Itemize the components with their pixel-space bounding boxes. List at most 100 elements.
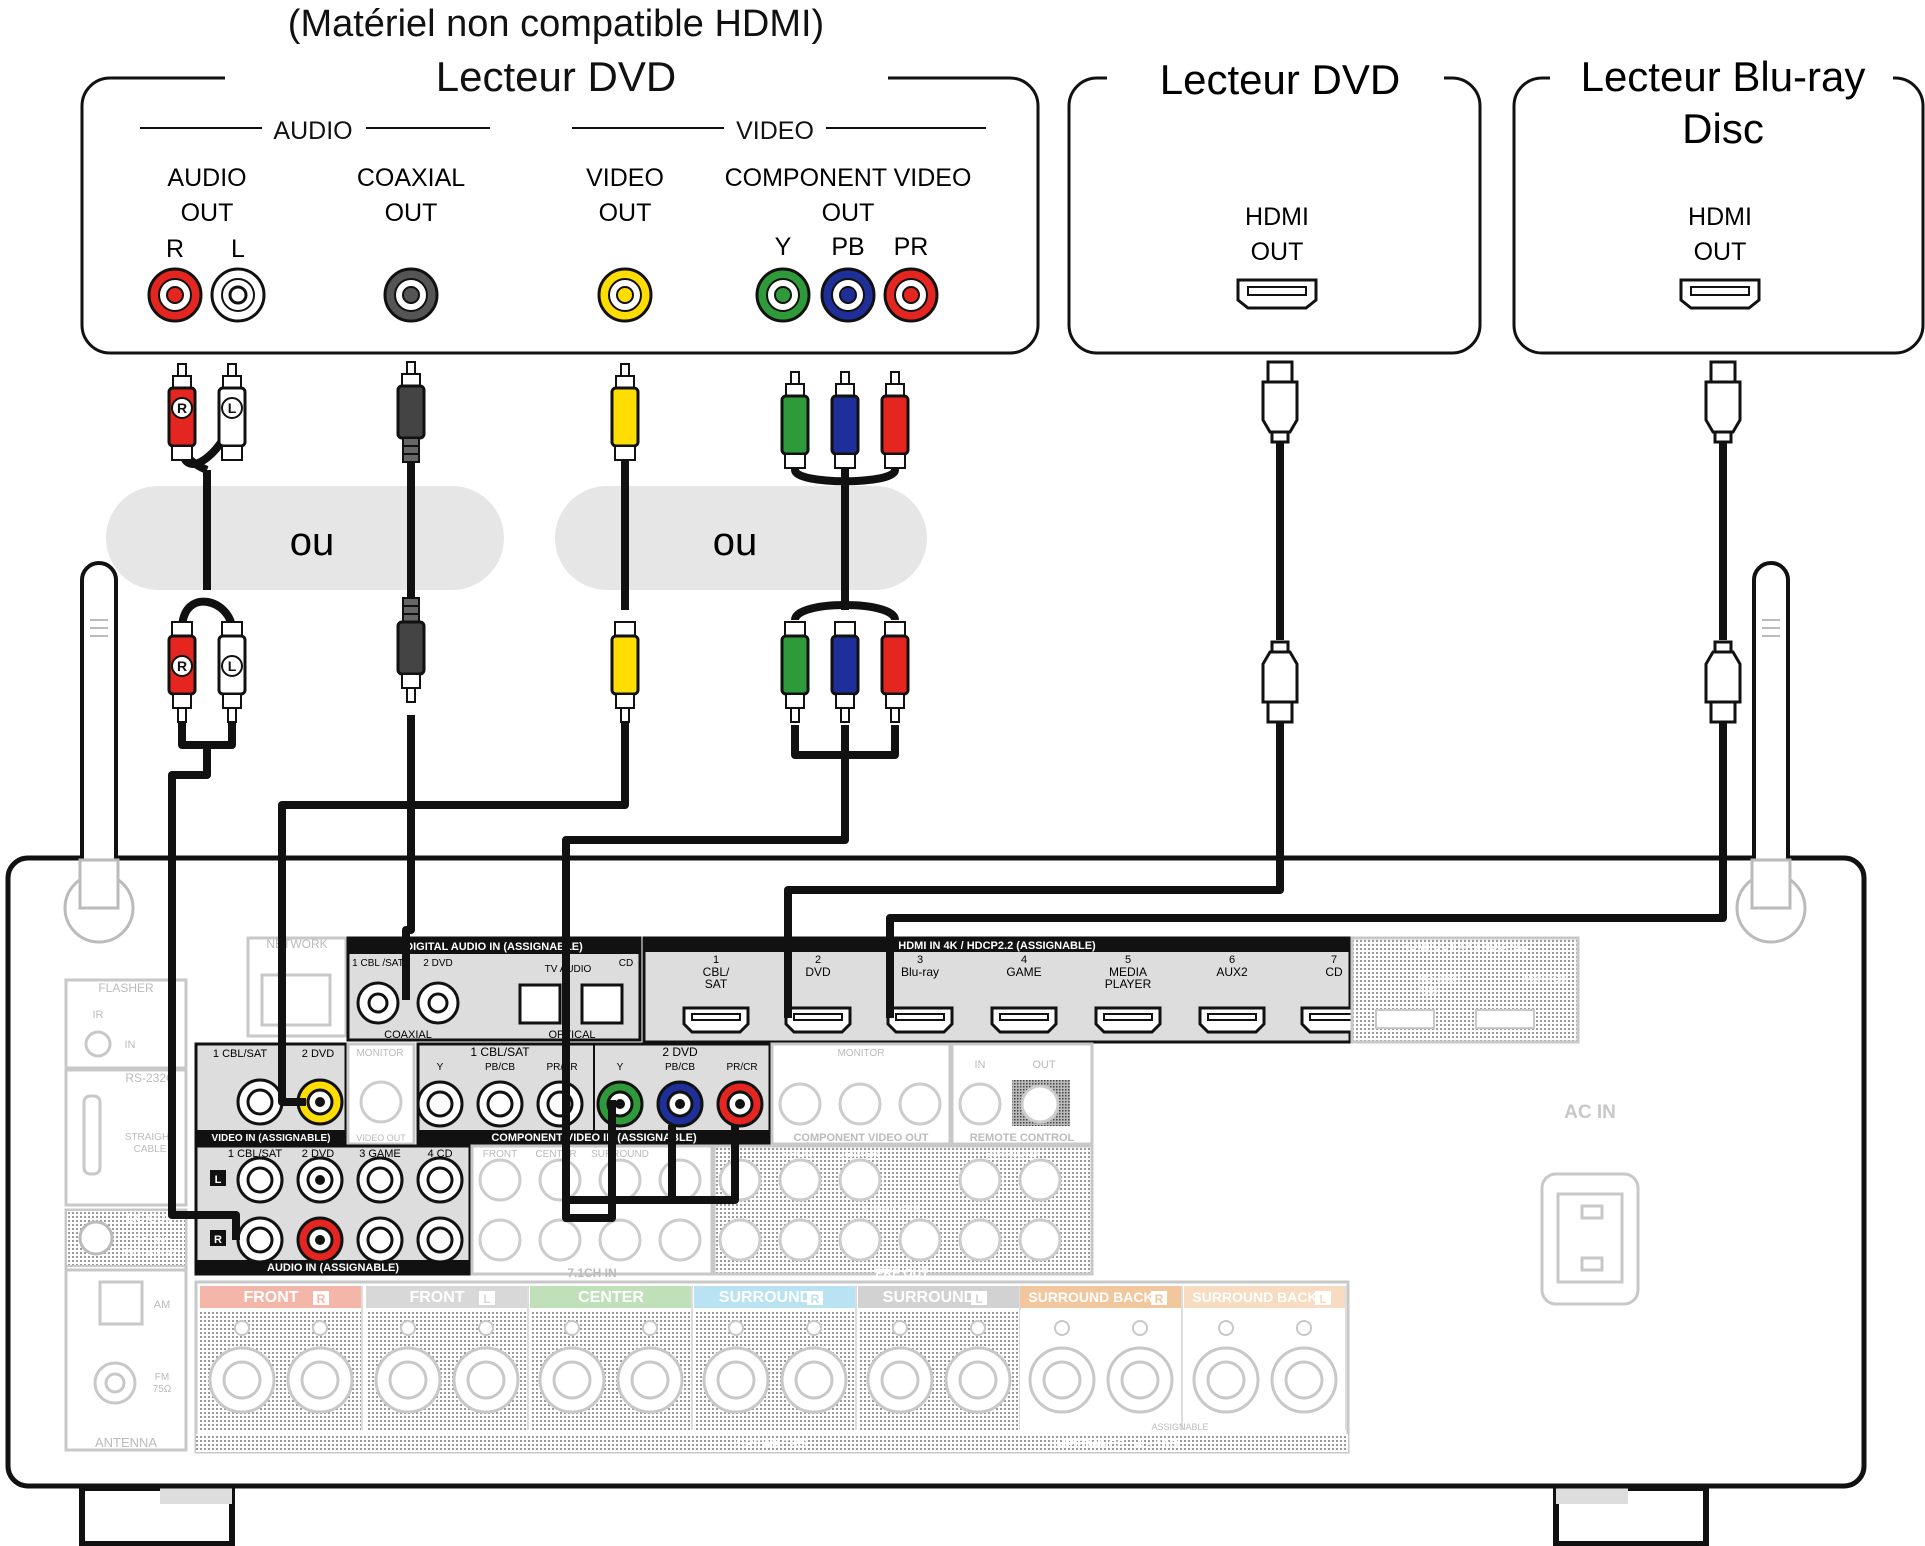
audio-in-label-3: 3 GAME: [359, 1148, 401, 1160]
straight-cable-label-1: STRAIGHT: [125, 1132, 176, 1143]
speaker-terminal-inner: [1042, 1360, 1082, 1400]
monitor-arc-1: MONITOR: [1419, 974, 1462, 984]
hdmi-plug: [1704, 360, 1742, 444]
digital-audio-in-panel: DIGITAL AUDIO IN (ASSIGNABLE) 1 CBL /SAT…: [346, 936, 642, 1042]
component-video-in-label: COMPONENT VIDEO IN (ASSIGNABLE): [491, 1132, 697, 1144]
hdmi-input-number: 7: [1331, 954, 1337, 966]
plug-label: L: [228, 400, 237, 416]
rs232-label: RS-232C: [125, 1071, 175, 1085]
hdmi-input-number: 4: [1021, 954, 1027, 966]
monitor-label: MONITOR: [356, 1048, 403, 1059]
speaker-terminal-inner: [1120, 1360, 1160, 1400]
speaker-side-badge: [971, 1291, 987, 1305]
rca-plug: R: [167, 363, 197, 461]
coaxial-label: COAXIAL: [384, 1029, 432, 1041]
hdmi-plug: [1261, 360, 1299, 444]
audio-r-label: R: [166, 235, 184, 263]
speaker-terminal-inner: [466, 1360, 506, 1400]
hdmi-input-slot: [793, 1013, 843, 1021]
hdmi-out-panel: HDMI OUT 4K / HDCP2.2 MONITOR ARC MONITO…: [1350, 936, 1580, 1044]
speaker-terminal-top: [806, 1320, 822, 1336]
plug-label: R: [177, 400, 187, 416]
speaker-side-badge: [313, 1291, 329, 1305]
speakers-label: SPEAKERS: [736, 1436, 808, 1451]
speaker-side-letter: R: [811, 1292, 820, 1306]
hdmi-in-panel: HDMI IN 4K / HDCP2.2 (ASSIGNABLE) 1CBL/S…: [642, 936, 1368, 1044]
plug-label: L: [228, 658, 237, 674]
hdmi-dvd-port-label-1: HDMI: [1245, 203, 1309, 231]
jack-video: [597, 267, 653, 323]
speaker-terminal-inner: [300, 1360, 340, 1400]
hdmi-input-slot: [895, 1013, 945, 1021]
dc-spec-1: DC12V: [134, 1236, 167, 1247]
speaker-terminal-inner: [552, 1360, 592, 1400]
speaker-group-label: SURROUND BACK: [1028, 1289, 1153, 1305]
fm-label-1: FM: [155, 1372, 169, 1383]
hdmi-input-slot: [1207, 1013, 1257, 1021]
hdmi-input-slot: [1103, 1013, 1153, 1021]
audio-out-label-1: AUDIO: [167, 164, 246, 192]
or-pill-video: ou: [555, 486, 927, 590]
remote-control-panel: IN OUT REMOTE CONTROL: [950, 1042, 1094, 1146]
comp-pr-label: PR: [894, 233, 929, 261]
ac-in-label: AC IN: [1564, 1102, 1616, 1123]
hdmi-input-number: 6: [1229, 954, 1235, 966]
speaker-terminal-top: [1296, 1320, 1312, 1336]
rca-plug: [830, 371, 860, 469]
hdmi-input-name: MEDIA: [1109, 965, 1147, 979]
component-out-monitor: MONITOR: [837, 1048, 884, 1059]
subwoofer-label: SUBWOOFER: [860, 1204, 920, 1214]
video-out-label: VIDEO OUT: [356, 1133, 406, 1143]
rca-plug: [780, 621, 810, 723]
speaker-terminal-inner: [958, 1360, 998, 1400]
audio-l-label: L: [231, 235, 245, 263]
speaker-terminal-inner: [630, 1360, 670, 1400]
bluray-port-label-2: OUT: [1694, 238, 1747, 266]
hdmi-input-name: PLAYER: [1105, 977, 1152, 991]
plug-label-circle: [221, 655, 243, 677]
video-in-assignable: VIDEO IN (ASSIGNABLE): [212, 1133, 331, 1144]
video-out-label-2: OUT: [599, 199, 652, 227]
hdmi-input-name: AUX2: [1216, 965, 1248, 979]
speaker-terminal-top: [1054, 1320, 1070, 1336]
antenna-label: ANTENNA: [95, 1435, 157, 1450]
dc-out-label: DC OUT: [127, 1211, 174, 1225]
bluray-title-2: Disc: [1682, 105, 1764, 152]
remote-in-label: IN: [975, 1059, 986, 1071]
speaker-terminal-top: [234, 1320, 250, 1336]
pre-out-label: PRE OUT: [875, 1266, 929, 1280]
speaker-side-letter: R: [317, 1292, 326, 1306]
preout-surround: SURROUND: [986, 1149, 1039, 1159]
speaker-terminal-inner: [1284, 1360, 1324, 1400]
am-label: AM: [154, 1299, 171, 1311]
hdmi-input-name: DVD: [805, 965, 831, 979]
audio-in-label-2: 2 DVD: [302, 1148, 334, 1160]
digital-audio-in-label: DIGITAL AUDIO IN (ASSIGNABLE): [405, 941, 583, 953]
dc-spec-2: 150mA MAX: [122, 1248, 178, 1259]
channel-label-front: FRONT: [483, 1149, 517, 1160]
coaxial-plug: [396, 597, 426, 703]
dig-input-1: 1 CBL /SAT: [352, 958, 404, 969]
or-pill-audio: ou: [106, 486, 504, 590]
speaker-terminal-top: [312, 1320, 328, 1336]
rca-plug: [880, 621, 910, 723]
remote-out-label: OUT: [1032, 1059, 1056, 1071]
channel-71-in: 7.1CH IN: [567, 1266, 616, 1280]
or-label: ou: [713, 520, 758, 564]
video-out-panel: MONITOR VIDEO OUT: [346, 1042, 416, 1146]
jack-coaxial: [383, 267, 439, 323]
plug-label: R: [177, 658, 187, 674]
video-out-label-1: VIDEO: [586, 164, 664, 192]
component-sub-pb: PB/CB: [485, 1062, 515, 1073]
assignable-label: ASSIGNABLE: [1151, 1422, 1208, 1432]
fm-label-2: 75Ω: [153, 1384, 172, 1395]
wifi-antenna-left: [63, 561, 135, 944]
speaker-side-letter: L: [483, 1292, 490, 1306]
rca-plug: [780, 371, 810, 469]
multichannel-in-panel: FRONT CENTER SURROUND 7.1CH IN: [470, 1144, 714, 1280]
hdmi-input-number: 5: [1125, 954, 1131, 966]
hdmi-input-name: Blu-ray: [901, 965, 939, 979]
speaker-side-badge: [1151, 1291, 1167, 1305]
impedance-label: IMPEDANCE : 4 ~ 16Ω: [1053, 1437, 1179, 1451]
